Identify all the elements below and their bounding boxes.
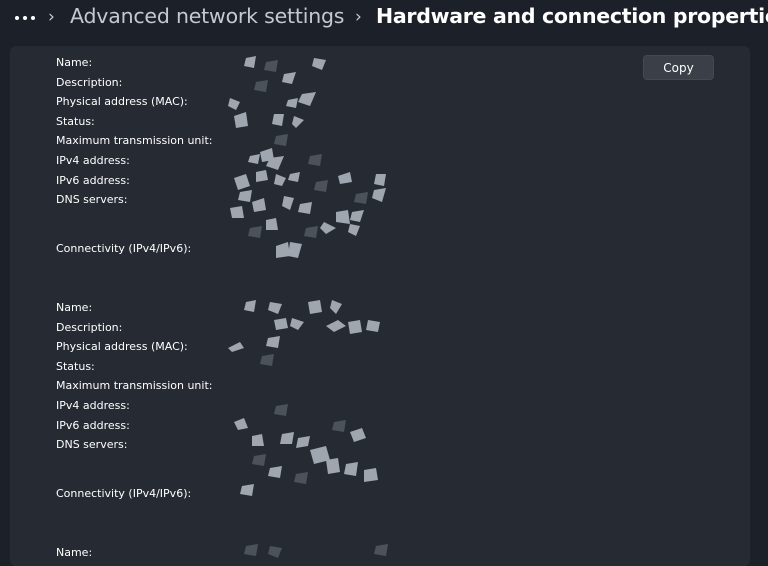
- breadcrumb-parent-link[interactable]: Advanced network settings: [70, 4, 345, 28]
- connectivity-label: Connectivity (IPv4/IPv6):: [56, 242, 192, 255]
- properties-panel: Copy Name: Description: Physical address…: [10, 46, 750, 566]
- status-label: Status:: [56, 115, 95, 128]
- chevron-right-icon: ›: [48, 7, 55, 27]
- redacted-values-2: [228, 300, 380, 496]
- more-button[interactable]: [12, 8, 38, 28]
- mac-label: Physical address (MAC):: [56, 340, 188, 353]
- ipv6-label: IPv6 address:: [56, 174, 130, 187]
- description-label: Description:: [56, 321, 123, 334]
- name-label: Name:: [56, 56, 93, 69]
- mtu-label: Maximum transmission unit:: [56, 379, 213, 392]
- name-label: Name:: [56, 546, 93, 559]
- dns-label: DNS servers:: [56, 438, 128, 451]
- redacted-values-1: [228, 56, 386, 258]
- description-label: Description:: [56, 76, 123, 89]
- redacted-values-3: [244, 544, 388, 558]
- status-label: Status:: [56, 360, 95, 373]
- name-label: Name:: [56, 301, 93, 314]
- mtu-label: Maximum transmission unit:: [56, 134, 213, 147]
- ipv4-label: IPv4 address:: [56, 399, 130, 412]
- ipv4-label: IPv4 address:: [56, 154, 130, 167]
- page-title: Hardware and connection properties: [376, 4, 768, 28]
- connectivity-label: Connectivity (IPv4/IPv6):: [56, 487, 192, 500]
- dns-label: DNS servers:: [56, 193, 128, 206]
- breadcrumb-header: › Advanced network settings › Hardware a…: [0, 0, 768, 40]
- chevron-right-icon: ›: [355, 7, 362, 27]
- ipv6-label: IPv6 address:: [56, 419, 130, 432]
- copy-button[interactable]: Copy: [643, 55, 714, 80]
- more-horizontal-icon: [15, 16, 35, 20]
- mac-label: Physical address (MAC):: [56, 95, 188, 108]
